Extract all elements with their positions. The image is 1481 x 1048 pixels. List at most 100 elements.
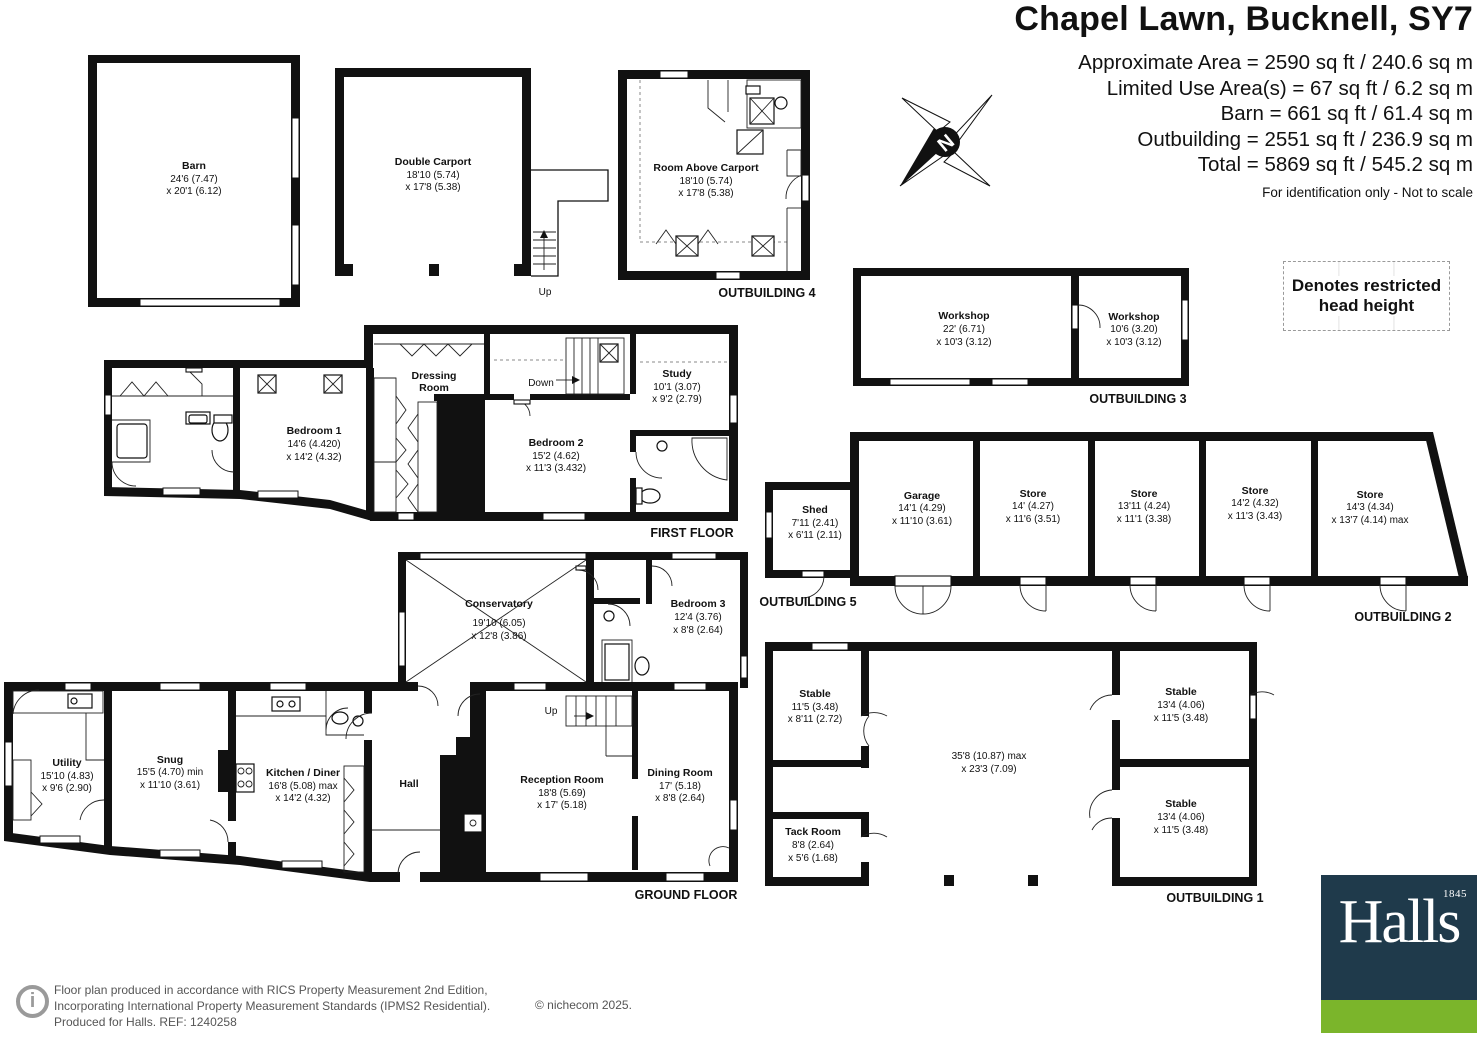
stable-2-dim-2: x 11'5 (3.48) <box>1154 713 1209 724</box>
logo-year: 1845 <box>1443 888 1467 900</box>
bedroom-1-dim-2: x 14'2 (4.32) <box>286 452 341 463</box>
garage-name: Garage <box>904 490 940 502</box>
shed-dim-2: x 6'11 (2.11) <box>788 530 842 541</box>
shed-plan: Shed 7'11 (2.41) x 6'11 (2.11) OUTBUILDI… <box>759 482 857 609</box>
stable-3-dim-1: 13'4 (4.06) <box>1157 812 1205 823</box>
snug-dim-2: x 11'10 (3.61) <box>140 780 200 791</box>
room-above-carport-dim-1: 18'10 (5.74) <box>679 176 732 187</box>
bedroom-3-dim-2: x 8'8 (2.64) <box>673 625 723 636</box>
footer-line-3: Produced for Halls. REF: 1240258 <box>54 1015 237 1029</box>
stable-2-name: Stable <box>1165 686 1197 698</box>
workshop-2-dim-2: x 10'3 (3.12) <box>1106 337 1161 348</box>
conservatory-name: Conservatory <box>465 598 533 610</box>
barn-name: Barn <box>182 160 206 172</box>
stables-plan: Stable 11'5 (3.48) x 8'11 (2.72) Tack Ro… <box>765 642 1275 905</box>
bedroom-2-name: Bedroom 2 <box>529 437 584 449</box>
label-outbuilding-1: OUTBUILDING 1 <box>1166 891 1263 905</box>
bedroom-1-name: Bedroom 1 <box>287 425 342 437</box>
study-name: Study <box>662 368 691 380</box>
garage-dim-1: 14'1 (4.29) <box>898 503 946 514</box>
area-summary: Approximate Area = 2590 sq ft / 240.6 sq… <box>1078 50 1473 178</box>
stable-1-name: Stable <box>799 688 831 700</box>
utility-name: Utility <box>52 757 81 769</box>
reception-room-dim-1: 18'8 (5.69) <box>538 788 586 799</box>
tack-room-name: Tack Room <box>785 826 841 838</box>
store-4-dim-1: 14'3 (4.34) <box>1346 502 1394 513</box>
barn-plan: Barn 24'6 (7.47) x 20'1 (6.12) <box>88 55 300 307</box>
carport-name: Double Carport <box>395 156 472 168</box>
barn-dim-1: 24'6 (7.47) <box>170 174 218 185</box>
store-2-name: Store <box>1131 488 1158 500</box>
legend-line-1: Denotes restricted <box>1289 276 1444 295</box>
area-total: Total = 5869 sq ft / 545.2 sq m <box>1197 153 1473 177</box>
room-above-carport-name: Room Above Carport <box>653 162 759 174</box>
tack-room-dim-1: 8'8 (2.64) <box>792 840 834 851</box>
bedroom-2-dim-1: 15'2 (4.62) <box>532 451 580 462</box>
store-2-dim-2: x 11'1 (3.38) <box>1117 514 1172 525</box>
conservatory-dim-2: x 12'8 (3.86) <box>471 631 526 642</box>
footer-text: Floor plan produced in accordance with R… <box>54 982 490 1030</box>
bedroom-1-dim-1: 14'6 (4.420) <box>287 439 340 450</box>
first-floor-plan: Down Bedroom 1 14'6 (4.420) x 14'2 (4.32… <box>104 325 738 540</box>
copyright: © nichecom 2025. <box>535 998 632 1012</box>
store-2-dim-1: 13'11 (4.24) <box>1118 501 1170 512</box>
carport-up-label: Up <box>539 287 552 298</box>
carport-dim-2: x 17'8 (5.38) <box>405 182 460 193</box>
footer-line-2: Incorporating International Property Mea… <box>54 999 491 1013</box>
kitchen-diner-dim-1: 16'8 (5.08) max <box>268 781 337 792</box>
workshop-2-name: Workshop <box>1108 311 1159 323</box>
label-outbuilding-3: OUTBUILDING 3 <box>1089 392 1186 406</box>
workshop-1-name: Workshop <box>938 310 989 322</box>
room-above-carport-dim-2: x 17'8 (5.38) <box>678 188 733 199</box>
ground-floor-up-label: Up <box>545 706 558 717</box>
tack-room-dim-2: x 5'6 (1.68) <box>788 853 838 864</box>
utility-dim-2: x 9'6 (2.90) <box>42 783 92 794</box>
label-first-floor: FIRST FLOOR <box>650 526 733 540</box>
area-approximate: Approximate Area = 2590 sq ft / 240.6 sq… <box>1078 51 1473 74</box>
store-3-dim-2: x 11'3 (3.43) <box>1228 511 1283 522</box>
bedroom-3-name: Bedroom 3 <box>671 598 726 610</box>
barn-dim-2: x 20'1 (6.12) <box>166 186 221 197</box>
store-4-dim-2: x 13'7 (4.14) max <box>1332 515 1409 526</box>
stable-3-name: Stable <box>1165 798 1197 810</box>
compass-icon: N <box>899 94 993 187</box>
stable-1-dim-1: 11'5 (3.48) <box>792 702 839 713</box>
study-dim-1: 10'1 (3.07) <box>653 382 701 393</box>
dining-room-dim-1: 17' (5.18) <box>659 781 701 792</box>
first-floor-down-label: Down <box>528 378 554 389</box>
dressing-room-name-2: Room <box>419 382 449 394</box>
workshop-1-dim-1: 22' (6.71) <box>943 324 985 335</box>
study-dim-2: x 9'2 (2.79) <box>652 394 702 405</box>
bedroom-3-dim-1: 12'4 (3.76) <box>674 612 722 623</box>
footer: i Floor plan produced in accordance with… <box>16 982 490 1030</box>
info-badge-icon: i <box>16 985 49 1018</box>
area-outbuilding: Outbuilding = 2551 sq ft / 236.9 sq m <box>1137 127 1473 151</box>
store-4-name: Store <box>1357 489 1384 501</box>
label-outbuilding-4: OUTBUILDING 4 <box>718 286 815 300</box>
dining-room-name: Dining Room <box>647 767 712 779</box>
shed-name: Shed <box>802 504 828 516</box>
store-1-dim-2: x 11'6 (3.51) <box>1006 514 1061 525</box>
stable-1-dim-2: x 8'11 (2.72) <box>788 714 843 725</box>
area-limited-use: Limited Use Area(s) = 67 sq ft / 6.2 sq … <box>1106 76 1473 100</box>
workshop-2-dim-1: 10'6 (3.20) <box>1110 324 1158 335</box>
dressing-room-name-1: Dressing <box>412 370 457 382</box>
outbuilding-1-dim-2: x 23'3 (7.09) <box>961 764 1016 775</box>
garage-dim-2: x 11'10 (3.61) <box>892 516 952 527</box>
snug-dim-1: 15'5 (4.70) min <box>137 767 203 778</box>
label-outbuilding-2: OUTBUILDING 2 <box>1354 610 1451 624</box>
workshop-1-dim-2: x 10'3 (3.12) <box>936 337 991 348</box>
snug-name: Snug <box>157 754 183 766</box>
store-3-dim-1: 14'2 (4.32) <box>1231 498 1279 509</box>
footer-line-1: Floor plan produced in accordance with R… <box>54 983 488 997</box>
dining-room-dim-2: x 8'8 (2.64) <box>655 793 705 804</box>
workshops-plan: Workshop 22' (6.71) x 10'3 (3.12) Worksh… <box>853 268 1189 406</box>
kitchen-diner-dim-2: x 14'2 (4.32) <box>275 793 330 804</box>
utility-dim-1: 15'10 (4.83) <box>40 771 93 782</box>
outbuilding-1-dim-1: 35'8 (10.87) max <box>952 751 1027 762</box>
label-outbuilding-5: OUTBUILDING 5 <box>759 595 856 609</box>
kitchen-diner-name: Kitchen / Diner <box>266 767 340 779</box>
store-1-name: Store <box>1020 488 1047 500</box>
garage-stores-plan: Garage 14'1 (4.29) x 11'10 (3.61) Store … <box>850 432 1468 624</box>
